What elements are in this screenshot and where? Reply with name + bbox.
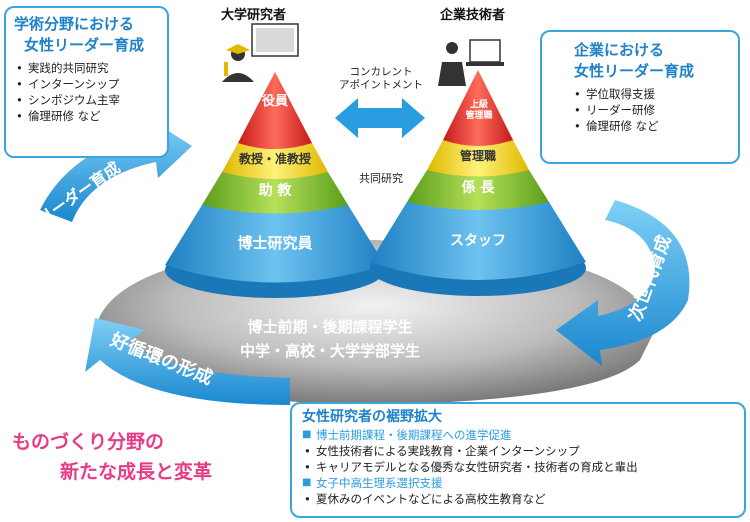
double-arrow-icon: [335, 98, 425, 138]
next-gen-arrow: [556, 200, 690, 366]
consultant-label-1: コンカレント: [349, 66, 413, 78]
layer-assistant-professor: 助 教: [258, 183, 292, 199]
layer-executive: 役員: [261, 94, 288, 109]
industry-pyramid: [370, 70, 586, 296]
engineer-icon: [438, 39, 504, 86]
cycle-arrow: [85, 318, 290, 405]
industry-box-title-2: 女性リーダー育成: [574, 62, 695, 80]
list-item: インターンシップ: [14, 76, 159, 92]
layer-senior-manager: 上級 管理職: [465, 100, 493, 121]
industry-box-title-1: 企業における: [574, 41, 665, 59]
researcher-icon: [222, 23, 299, 82]
tagline-2: 新たな成長と変革: [60, 461, 213, 483]
list-item: 夏休みのイベントなどによる高校生教育など: [302, 491, 734, 507]
list-item: 倫理研修 など: [572, 118, 726, 134]
consultant-label-2: アポイントメント: [339, 79, 423, 91]
list-item: 実践的共同研究: [14, 60, 159, 76]
layer-postdoc: 博士研究員: [237, 234, 313, 252]
section-stem-support: 女子中高生理系選択支援: [302, 475, 734, 491]
layer-professor: 教授・准教授: [238, 152, 311, 166]
list-item: 学位取得支援: [572, 86, 726, 102]
academic-pyramid: [165, 72, 385, 298]
list-item: 女性技術者による実践教育・企業インターンシップ: [302, 443, 734, 459]
base-expansion-box: 女性研究者の裾野拡大 博士前期課程・後期課程への進学促進 女性技術者による実践教…: [290, 402, 746, 518]
joint-research-label: 共同研究: [359, 172, 403, 185]
base-label-graduate: 博士前期・後期課程学生: [247, 318, 413, 336]
section-advancement: 博士前期課程・後期課程への進学促進: [302, 427, 734, 443]
list-item: キャリアモデルとなる優秀な女性研究者・技術者の育成と輩出: [302, 459, 734, 475]
base-expansion-title: 女性研究者の裾野拡大: [302, 409, 442, 425]
list-item: リーダー研修: [572, 102, 726, 118]
industry-leader-box: 企業における 女性リーダー育成 学位取得支援 リーダー研修 倫理研修 など: [540, 30, 740, 164]
academic-box-title-1: 学術分野における: [14, 15, 135, 33]
academic-leader-box: 学術分野における 女性リーダー育成 実践的共同研究 インターンシップ シンポジウ…: [4, 6, 169, 158]
layer-staff: スタッフ: [450, 233, 506, 249]
layer-manager: 管理職: [459, 149, 496, 163]
academic-heading: 大学研究者: [221, 8, 287, 23]
layer-chief: 係 長: [461, 180, 495, 196]
base-label-students: 中学・高校・大学学部学生: [239, 342, 420, 360]
list-item: 倫理研修 など: [14, 108, 159, 124]
tagline-1: ものづくり分野の: [12, 431, 165, 453]
industry-heading: 企業技術者: [440, 8, 506, 23]
list-item: シンポジウム主宰: [14, 92, 159, 108]
academic-box-title-2: 女性リーダー育成: [24, 36, 145, 54]
